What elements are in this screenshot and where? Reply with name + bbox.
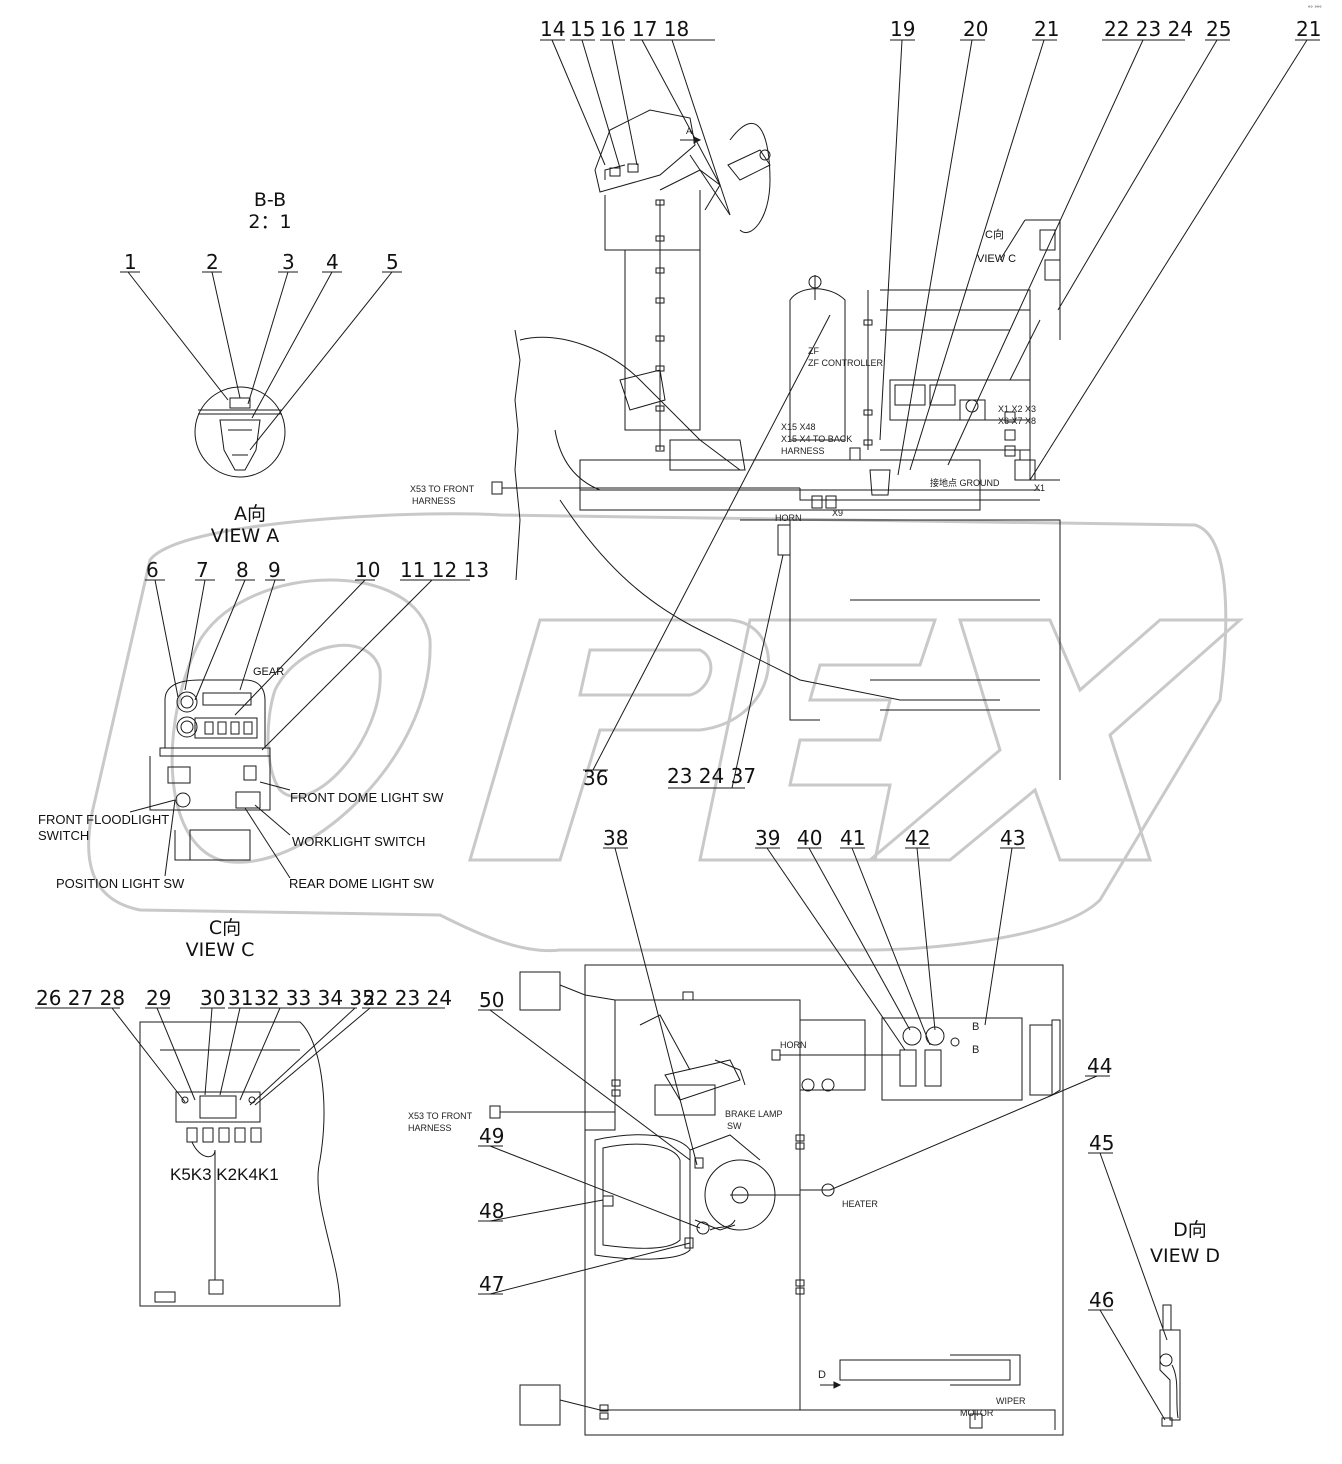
section-bb-detail (120, 271, 402, 478)
opex-watermark (87, 512, 1244, 953)
label-motor: MOTOR (960, 1408, 994, 1418)
label-horn-top: HORN (775, 513, 802, 523)
callout-15: 15 (570, 17, 596, 41)
callout-9: 9 (268, 558, 281, 582)
callout-10: 10 (355, 558, 381, 582)
view-a-title-cn: A向 (234, 503, 266, 525)
callout-3: 3 (282, 250, 295, 274)
callout-4: 4 (326, 250, 339, 274)
ink (35, 39, 1320, 1436)
callout-19: 19 (890, 17, 916, 41)
callout-29: 29 (146, 986, 172, 1010)
label-connectors-row2: X6 X7 X8 (998, 416, 1037, 426)
label-connectors-row1: X1 X2 X3 (998, 404, 1037, 414)
callout-22-24-a: 22 23 24 (1104, 17, 1194, 41)
label-position-light: POSITION LIGHT SW (56, 876, 185, 891)
view-c-title-en: VIEW C (185, 939, 255, 961)
callout-17-18: 17 18 (632, 17, 690, 41)
label-wiper: WIPER (996, 1396, 1026, 1406)
label-zf: ZF (808, 346, 819, 356)
label-view-a-arrow: A (686, 126, 693, 136)
label-front-dome-light: FRONT DOME LIGHT SW (290, 790, 444, 805)
callout-14: 14 (540, 17, 566, 41)
callout-11-13: 11 12 13 (400, 558, 490, 582)
callout-5: 5 (386, 250, 399, 274)
callout-25: 25 (1206, 17, 1232, 41)
label-switch: SWITCH (38, 828, 90, 843)
callout-49: 49 (479, 1124, 505, 1148)
label-x15-x4: X15 X4 TO BACK (781, 434, 853, 444)
label-rear-dome-light: REAR DOME LIGHT SW (289, 876, 434, 891)
callout-16: 16 (600, 17, 626, 41)
label-x53-front-top: X53 TO FRONT (410, 484, 475, 494)
label-heater: HEATER (842, 1199, 878, 1209)
callout-8: 8 (236, 558, 249, 582)
callout-30: 30 (200, 986, 226, 1010)
callout-2: 2 (206, 250, 219, 274)
callout-40: 40 (797, 826, 823, 850)
callout-26-28: 26 27 28 (36, 986, 126, 1010)
callout-32-35: 32 33 34 35 (254, 986, 375, 1010)
label-harness-back: HARNESS (781, 446, 825, 456)
callout-22-24-b: 22 23 24 (363, 986, 453, 1010)
callout-46: 46 (1089, 1288, 1115, 1312)
label-zf-controller: ZF CONTROLLER (808, 358, 884, 368)
callout-45: 45 (1089, 1131, 1115, 1155)
callout-6: 6 (146, 558, 159, 582)
label-b-top: B (972, 1021, 980, 1033)
view-c-marker-cn: C向 (985, 229, 1004, 241)
callout-44: 44 (1087, 1054, 1113, 1078)
callout-21-a: 21 (1034, 17, 1060, 41)
label-x15-x48: X15 X48 (781, 422, 816, 432)
callout-23-24-37: 23 24 37 (667, 764, 757, 788)
callout-38: 38 (603, 826, 629, 850)
view-c-relay-panel (35, 1007, 445, 1307)
callout-31: 31 (228, 986, 254, 1010)
callout-20: 20 (963, 17, 989, 41)
view-a-title-en: VIEW A (210, 525, 280, 547)
callout-7: 7 (196, 558, 209, 582)
label-worklight-switch: WORKLIGHT SWITCH (292, 834, 426, 849)
callout-1: 1 (124, 250, 137, 274)
view-bb-title: B-B (253, 189, 287, 211)
label-x1: X1 (1034, 483, 1046, 493)
label-harness-bottom: HARNESS (408, 1123, 452, 1133)
label-x9: X9 (832, 508, 844, 518)
view-c-title-cn: C向 (208, 917, 242, 939)
label-gear: GEAR (253, 666, 285, 678)
view-d-title-en: VIEW D (1149, 1245, 1221, 1267)
callout-36: 36 (583, 766, 609, 790)
callout-41: 41 (840, 826, 866, 850)
label-brake-lamp-sw: SW (727, 1121, 742, 1131)
label-x53-front-bottom: X53 TO FRONT (408, 1111, 473, 1121)
callout-42: 42 (905, 826, 931, 850)
view-bb-scale: 2：1 (248, 211, 292, 233)
view-d-title-cn: D向 (1173, 1219, 1207, 1241)
label-brake-lamp: BRAKE LAMP (725, 1109, 783, 1119)
callout-21-b: 21 (1296, 17, 1322, 41)
corner-mark: °° °°° (1308, 6, 1322, 12)
callout-43: 43 (1000, 826, 1026, 850)
callout-39: 39 (755, 826, 781, 850)
callout-47: 47 (479, 1272, 505, 1296)
label-front-floodlight: FRONT FLOODLIGHT (38, 812, 170, 827)
callout-48: 48 (479, 1199, 505, 1223)
cab-lower-assembly (478, 847, 1110, 1436)
label-harness-top: HARNESS (412, 496, 456, 506)
view-d-detail (1088, 1152, 1181, 1427)
label-view-d-arrow: D (818, 1369, 826, 1381)
cab-top-assembly (491, 39, 1320, 789)
label-horn-mid: HORN (780, 1040, 807, 1050)
callout-50: 50 (479, 988, 505, 1012)
label-relays: K5K3 K2K4K1 (170, 1165, 279, 1184)
view-a-panel (129, 579, 470, 879)
view-c-marker-en: VIEW C (977, 253, 1017, 265)
label-b-bottom: B (972, 1044, 980, 1056)
label-ground: 接地点 GROUND (930, 478, 1000, 488)
